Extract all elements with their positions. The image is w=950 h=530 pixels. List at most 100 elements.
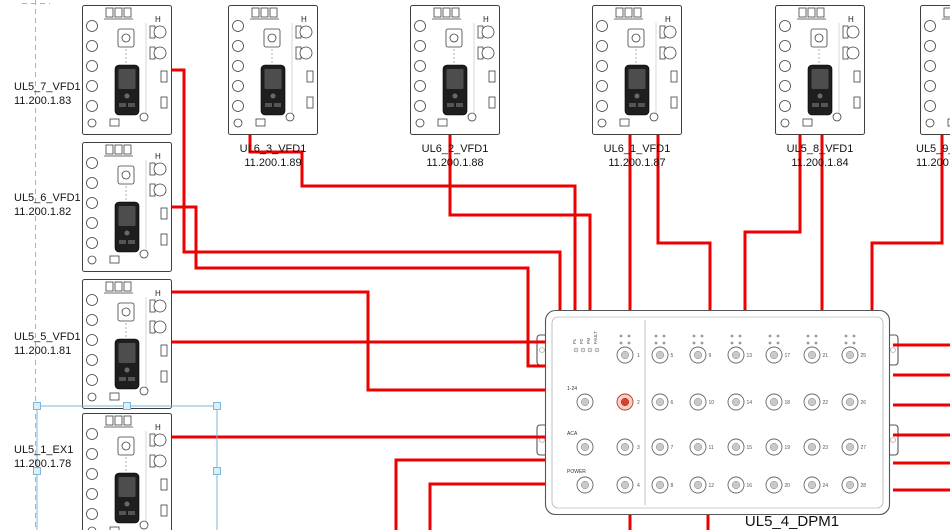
selection-box[interactable]: [33, 402, 221, 530]
dpm-port-pin: [620, 350, 630, 360]
dpm-port-pin: [620, 480, 630, 490]
dpm-port-pin: [769, 480, 779, 490]
dpm-port-number: 26: [861, 400, 867, 406]
dpm-port-pin: [620, 397, 630, 407]
dpm-port-pin: [580, 480, 590, 490]
dpm-port-number: 13: [747, 353, 753, 359]
dpm-led-label: FM: [586, 337, 591, 344]
device-ul5-5-vfd1[interactable]: [82, 279, 172, 409]
connection-wire[interactable]: [870, 135, 944, 310]
dpm-port-number: 14: [747, 400, 753, 406]
connection-wire[interactable]: [656, 135, 712, 310]
dpm-port-pin: [769, 350, 779, 360]
device-ul5-4-dpm1[interactable]: P1 P2 FM FAULT 1-24 ACA POWER 1234567891…: [536, 309, 899, 516]
dpm-port-number: 25: [861, 353, 867, 359]
dpm-body: [544, 309, 891, 516]
dpm-pin-dot: [654, 341, 658, 345]
dpm-port-pin: [807, 350, 817, 360]
device-ul6-3-vfd1[interactable]: [228, 5, 318, 135]
dpm-port-pin: [693, 350, 703, 360]
dpm-port-number: 17: [785, 353, 791, 359]
device-ul5-8-vfd1[interactable]: [775, 5, 865, 135]
dpm-port-number: 23: [823, 445, 829, 451]
dpm-pin-dot: [730, 334, 734, 338]
dpm-port-number: 7: [671, 445, 674, 451]
connection-wire[interactable]: [172, 205, 545, 368]
dpm-pin-dot: [654, 334, 658, 338]
connection-wire[interactable]: [743, 135, 802, 310]
dpm-pin-dot: [738, 341, 742, 345]
connection-wire[interactable]: [248, 135, 577, 310]
dpm-pin-dot: [806, 334, 810, 338]
device-ul6-2-vfd1[interactable]: [410, 5, 500, 135]
connection-wire[interactable]: [428, 482, 545, 530]
dpm-port-pin: [731, 442, 741, 452]
dpm-port-pin: [807, 397, 817, 407]
connection-wire[interactable]: [448, 135, 592, 310]
dpm-pin-dot: [768, 341, 772, 345]
dpm-port-pin: [655, 350, 665, 360]
dpm-port-number: 15: [747, 445, 753, 451]
connection-wire[interactable]: [172, 68, 562, 310]
dpm-port-group-label: 1-24: [567, 386, 577, 392]
selection-handle[interactable]: [213, 402, 221, 410]
dpm-port-pin: [769, 442, 779, 452]
dpm-port-pin: [693, 397, 703, 407]
dpm-pin-dot: [627, 334, 631, 338]
dpm-port-pin: [693, 442, 703, 452]
selection-handle[interactable]: [33, 467, 41, 475]
dpm-port-number: 16: [747, 483, 753, 489]
dpm-port-pin: [845, 350, 855, 360]
dpm-pin-dot: [852, 334, 856, 338]
device-ul5-1-ex1[interactable]: [82, 413, 172, 530]
dpm-pin-dot: [852, 341, 856, 345]
dpm-port-number: 18: [785, 400, 791, 406]
selection-handle[interactable]: [213, 467, 221, 475]
dpm-port-number: 4: [637, 483, 640, 489]
dpm-pin-dot: [806, 341, 810, 345]
connection-wire[interactable]: [394, 458, 545, 530]
device-ul6-1-vfd1[interactable]: [592, 5, 682, 135]
dpm-pin-dot: [662, 334, 666, 338]
dpm-port-number: 22: [823, 400, 829, 406]
dpm-pin-dot: [738, 334, 742, 338]
dpm-led-label: FAULT: [593, 331, 598, 344]
dpm-port-pin: [580, 442, 590, 452]
dpm-pin-dot: [692, 334, 696, 338]
dpm-pin-dot: [692, 341, 696, 345]
device-ul5-7-vfd1[interactable]: [82, 5, 172, 135]
dpm-port-pin: [807, 480, 817, 490]
connection-wire[interactable]: [172, 290, 545, 392]
dpm-pin-dot: [776, 334, 780, 338]
dpm-pin-dot: [619, 334, 623, 338]
dpm-port-pin: [807, 442, 817, 452]
dpm-led-label: P1: [572, 338, 577, 344]
dpm-port-number: 6: [671, 400, 674, 406]
dpm-port-grid: 1234567891011121314151617181920212223242…: [576, 334, 867, 494]
dpm-port-pin: [655, 397, 665, 407]
selection-handle[interactable]: [33, 402, 41, 410]
dpm-pin-dot: [776, 341, 780, 345]
dpm-port-pin: [731, 480, 741, 490]
dpm-port-number: 27: [861, 445, 867, 451]
dpm-port-number: 11: [709, 445, 714, 451]
selection-handle[interactable]: [123, 402, 131, 410]
dpm-port-pin: [731, 397, 741, 407]
dpm-port-number: 9: [709, 353, 712, 359]
dpm-port-number: 28: [861, 483, 867, 489]
dpm-port-group-label: ACA: [567, 431, 578, 437]
dpm-port-number: 2: [637, 400, 640, 406]
dpm-port-number: 12: [709, 483, 715, 489]
dpm-port-pin: [620, 442, 630, 452]
dpm-port-number: 8: [671, 483, 674, 489]
device-ul5-6-vfd1[interactable]: [82, 142, 172, 272]
dpm-port-number: 5: [671, 353, 674, 359]
dpm-port-number: 24: [823, 483, 829, 489]
dpm-port-pin: [731, 350, 741, 360]
device-ul5-9-vfd1[interactable]: [920, 5, 950, 135]
dpm-pin-dot: [662, 341, 666, 345]
dpm-pin-dot: [814, 334, 818, 338]
dpm-port-number: 3: [637, 445, 640, 451]
